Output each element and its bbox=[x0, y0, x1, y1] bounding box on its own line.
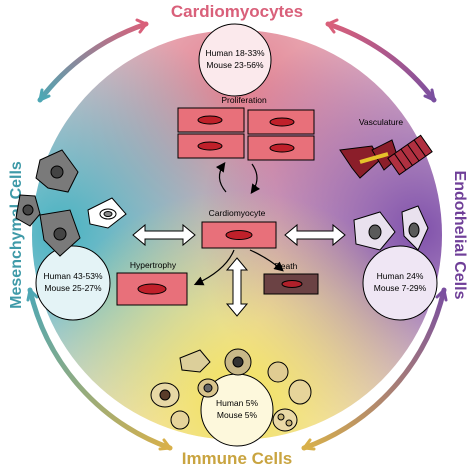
stat-circle-cardiomyocytes: Human 18-33% Mouse 23-56% bbox=[198, 23, 272, 97]
proliferation-cycle-arrows bbox=[215, 162, 261, 194]
stat-circle-endothelial: Human 24% Mouse 7-29% bbox=[362, 245, 438, 321]
arc-bottom-left bbox=[27, 287, 173, 451]
outer-ring-arrows bbox=[26, 18, 448, 451]
label-death: Death bbox=[275, 261, 298, 271]
svg-text:Mouse 23-56%: Mouse 23-56% bbox=[206, 60, 264, 70]
hypertrophy-cell bbox=[116, 272, 188, 306]
arc-bottom-right bbox=[301, 287, 447, 451]
svg-text:Mouse 7-29%: Mouse 7-29% bbox=[374, 283, 427, 293]
fibroblast-cells bbox=[15, 149, 127, 257]
ring-label-cardiomyocytes: Cardiomyocytes bbox=[171, 2, 303, 21]
ring-label-mesenchymal: Mesenchymal Cells bbox=[8, 161, 25, 309]
vasculature-icon bbox=[339, 134, 433, 179]
endothelial-cells bbox=[353, 205, 429, 251]
svg-text:Human 5%: Human 5% bbox=[216, 398, 258, 408]
central-cardiomyocyte bbox=[201, 221, 277, 249]
exchange-arrow-left bbox=[132, 223, 196, 247]
svg-text:Human 24%: Human 24% bbox=[377, 271, 424, 281]
arc-top-right bbox=[325, 21, 437, 103]
stat-circle-immune: Human 5% Mouse 5% bbox=[200, 373, 274, 447]
label-cardiomyocyte: Cardiomyocyte bbox=[209, 208, 266, 218]
exchange-arrow-down bbox=[225, 257, 249, 317]
svg-text:Mouse 25-27%: Mouse 25-27% bbox=[44, 283, 102, 293]
exchange-arrow-right bbox=[284, 223, 346, 247]
svg-text:Human 43-53%: Human 43-53% bbox=[43, 271, 103, 281]
arc-top-left bbox=[37, 21, 149, 103]
label-proliferation: Proliferation bbox=[221, 95, 267, 105]
stat-circle-mesenchymal: Human 43-53% Mouse 25-27% bbox=[35, 245, 111, 321]
svg-text:Mouse 5%: Mouse 5% bbox=[217, 410, 258, 420]
ring-label-immune: Immune Cells bbox=[182, 449, 293, 468]
label-hypertrophy: Hypertrophy bbox=[130, 260, 177, 270]
death-cell bbox=[263, 273, 319, 295]
fate-arrows bbox=[193, 249, 284, 286]
label-vasculature: Vasculature bbox=[359, 117, 404, 127]
immune-cells bbox=[150, 348, 312, 432]
svg-text:Human 18-33%: Human 18-33% bbox=[205, 48, 265, 58]
ring-label-endothelial: Endothelial Cells bbox=[451, 171, 468, 300]
proliferation-cells bbox=[177, 107, 315, 161]
